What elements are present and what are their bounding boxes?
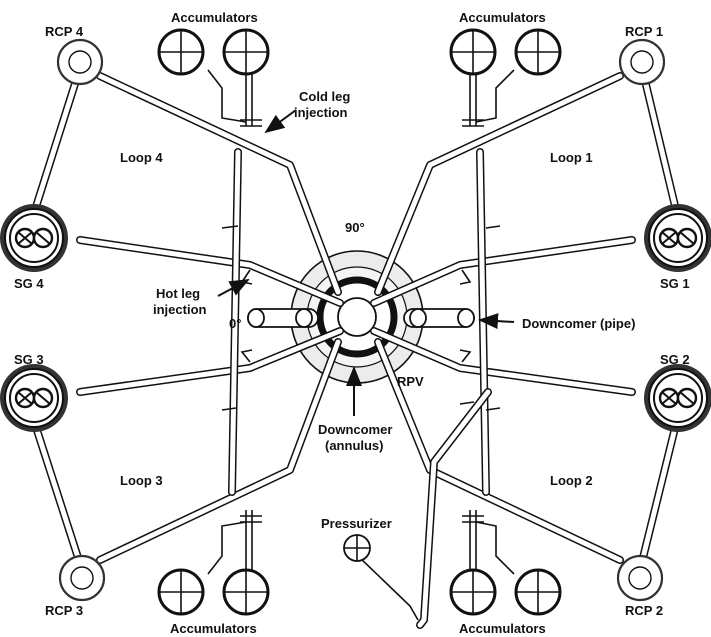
steam-generator-icon [642, 362, 711, 434]
accumulators-label-bottom-left: Accumulators [170, 621, 257, 636]
downcomer-pipe-label: Downcomer (pipe) [522, 316, 635, 331]
rcp3-label: RCP 3 [45, 603, 83, 618]
tank-icon [157, 568, 205, 616]
labels: Accumulators Accumulators Accumulators A… [14, 10, 690, 636]
tank-icon [449, 28, 497, 76]
pressurizer-surge-line [357, 388, 492, 629]
tank-icon [222, 568, 270, 616]
downcomer-annulus-label: Downcomer [318, 422, 392, 437]
downcomer-annulus-label-2: (annulus) [325, 438, 384, 453]
angle-0-label: 0° [229, 316, 241, 331]
rcp1-label: RCP 1 [625, 24, 663, 39]
loop4-label: Loop 4 [120, 150, 163, 165]
hot-leg-label-2: injection [153, 302, 207, 317]
cold-legs [96, 72, 624, 564]
sg1-label: SG 1 [660, 276, 690, 291]
angle-90-label: 90° [345, 220, 365, 235]
tank-icon [514, 568, 562, 616]
crossover-legs [31, 64, 680, 574]
tank-icon [449, 568, 497, 616]
pump-icon [56, 38, 104, 86]
accumulators-label-bottom-right: Accumulators [459, 621, 546, 636]
rcp4-label: RCP 4 [45, 24, 84, 39]
accumulators-label-top-right: Accumulators [459, 10, 546, 25]
cold-leg-label-2: injection [294, 105, 348, 120]
arrow-icon [217, 109, 515, 416]
rcp2-label: RCP 2 [625, 603, 663, 618]
downcomer-pipe-left [247, 308, 319, 328]
loop2-label: Loop 2 [550, 473, 593, 488]
steam-generator-icon [0, 362, 70, 434]
steam-generator-icon [642, 202, 711, 274]
loop3-label: Loop 3 [120, 473, 163, 488]
tank-icon [222, 28, 270, 76]
pressurizer-label: Pressurizer [321, 516, 392, 531]
downcomer-pipe-right [403, 308, 475, 328]
cold-leg-label: Cold leg [299, 89, 350, 104]
hot-leg-label: Hot leg [156, 286, 200, 301]
hot-legs [76, 236, 636, 396]
accumulator-lines [207, 69, 515, 575]
accumulators-label-top-left: Accumulators [171, 10, 258, 25]
tank-icon [514, 28, 562, 76]
rpv-label: RPV [397, 374, 424, 389]
steam-generator-icon [0, 202, 70, 274]
pump-icon [616, 554, 664, 602]
sg3-label: SG 3 [14, 352, 44, 367]
loop1-label: Loop 1 [550, 150, 593, 165]
sg4-label: SG 4 [14, 276, 44, 291]
sg2-label: SG 2 [660, 352, 690, 367]
pump-icon [618, 38, 666, 86]
tank-icon [157, 28, 205, 76]
pump-icon [58, 554, 106, 602]
pressurizer-icon [343, 534, 371, 562]
